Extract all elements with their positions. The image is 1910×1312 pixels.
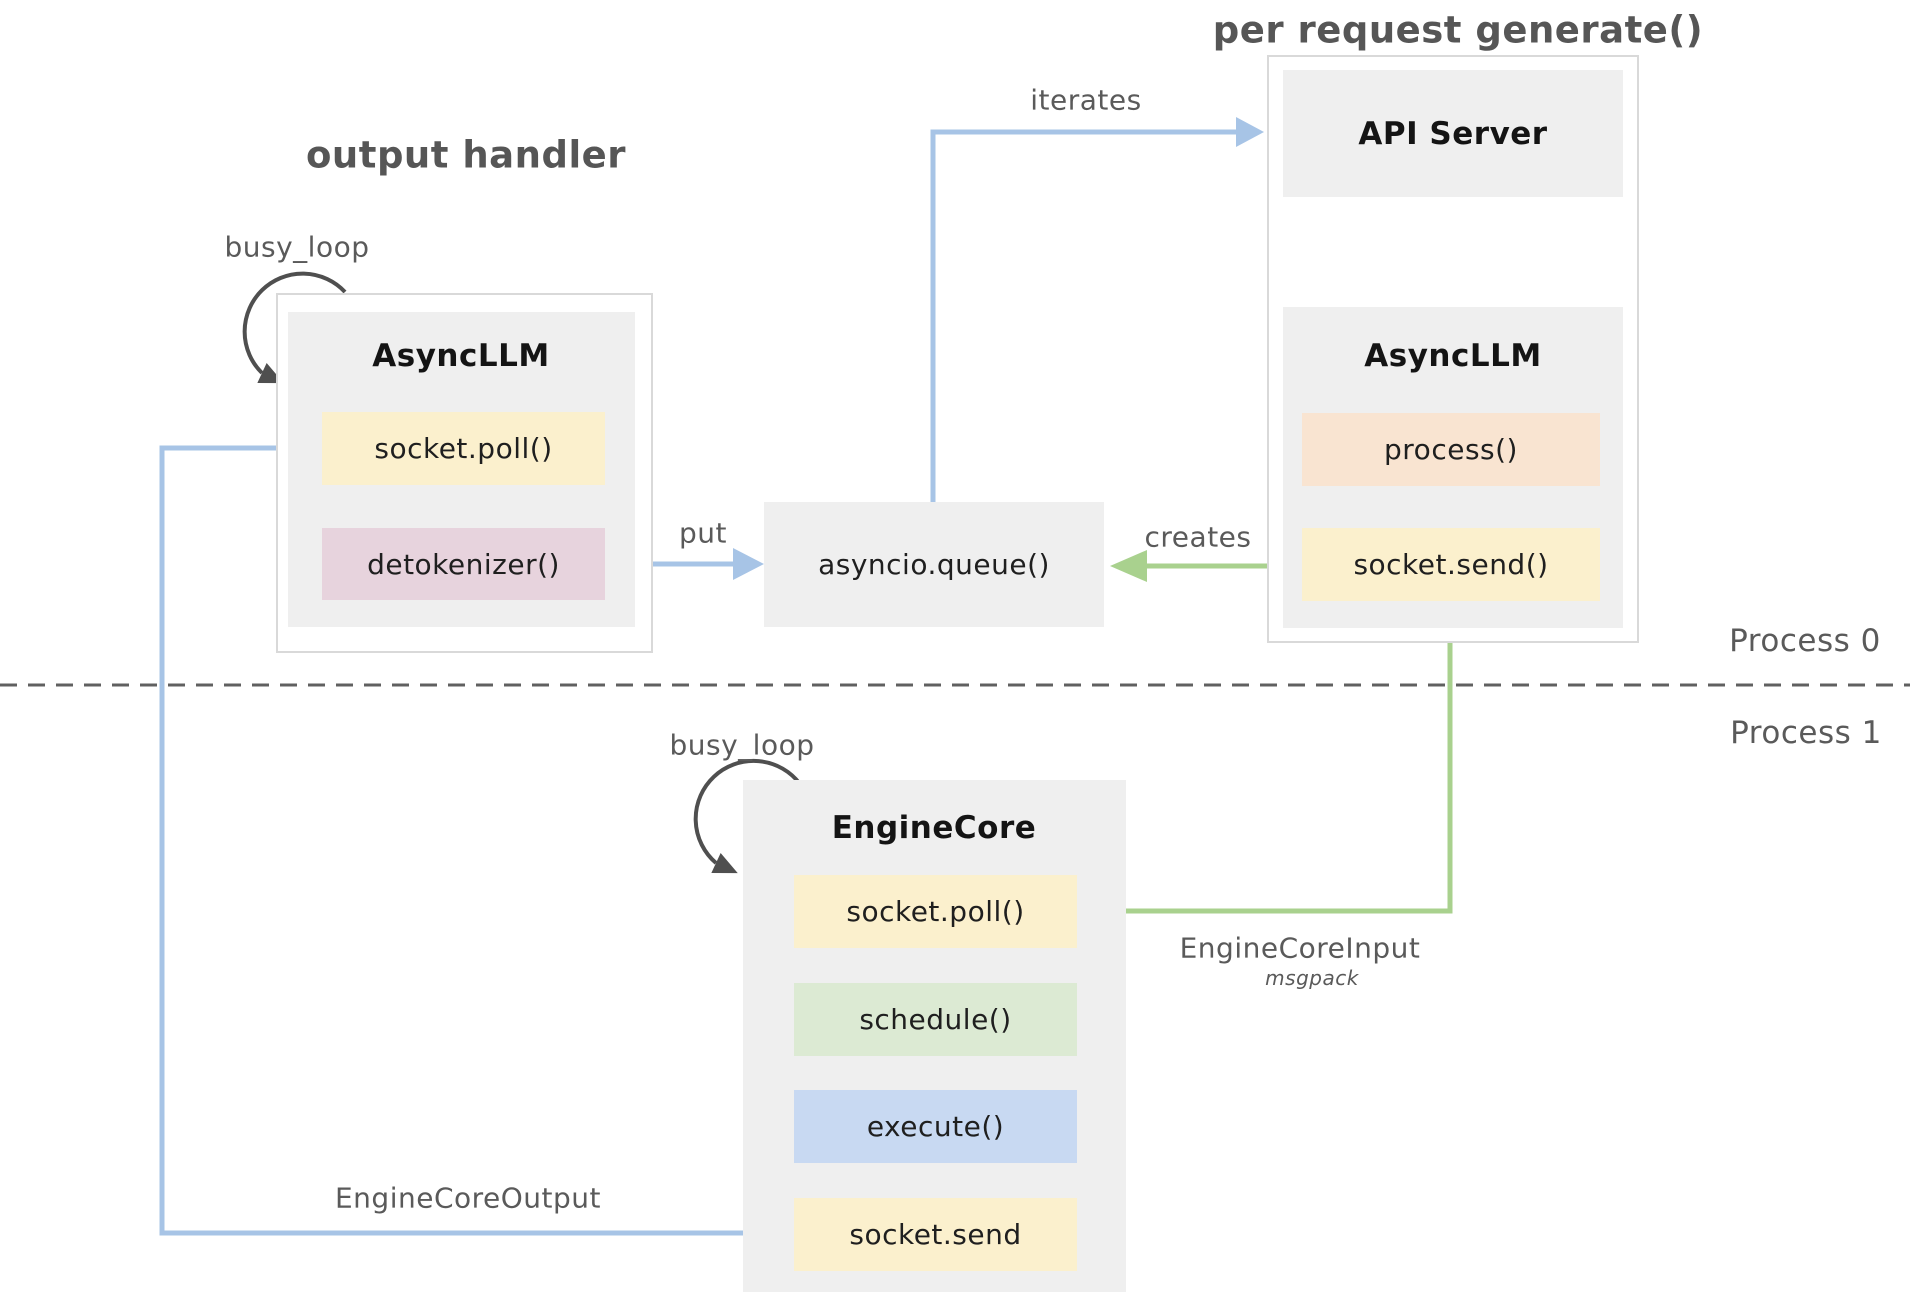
right-socket-send-method: socket.send() (1302, 528, 1600, 601)
output-handler-title: output handler (305, 133, 627, 177)
busy-loop-label-bottom: busy_loop (669, 728, 815, 762)
busy-loop-label-top: busy_loop (224, 230, 370, 264)
api-server-title: API Server (1358, 116, 1548, 152)
process-0-label: Process 0 (1729, 623, 1881, 659)
iterates-arrow (930, 117, 1264, 502)
per-request-generate-title: per request generate() (1212, 8, 1704, 52)
engine-core-output-label: EngineCoreOutput (334, 1181, 602, 1215)
engine-socket-send-method: socket.send (794, 1198, 1077, 1271)
detokenizer-method: detokenizer() (322, 528, 605, 600)
process-1-label: Process 1 (1730, 715, 1882, 751)
engine-socket-poll-method: socket.poll() (794, 875, 1077, 948)
put-label: put (679, 516, 727, 550)
msgpack-label: msgpack (1265, 966, 1359, 990)
api-server-node (1283, 70, 1623, 197)
left-socket-poll-method: socket.poll() (322, 412, 605, 485)
engine-core-input-arrow (1081, 601, 1453, 926)
iterates-label: iterates (1030, 83, 1142, 117)
engine-core-input-label: EngineCoreInput (1179, 931, 1421, 965)
engine-core-title: EngineCore (831, 810, 1037, 846)
asyncio-queue-label: asyncio.queue() (818, 548, 1050, 581)
creates-label: creates (1144, 520, 1252, 554)
right-asyncllm-title: AsyncLLM (1364, 338, 1542, 374)
asyncio-queue-node: asyncio.queue() (764, 502, 1104, 627)
schedule-method: schedule() (794, 983, 1077, 1056)
execute-method: execute() (794, 1090, 1077, 1163)
left-asyncllm-title: AsyncLLM (372, 338, 550, 374)
process-method: process() (1302, 413, 1600, 486)
